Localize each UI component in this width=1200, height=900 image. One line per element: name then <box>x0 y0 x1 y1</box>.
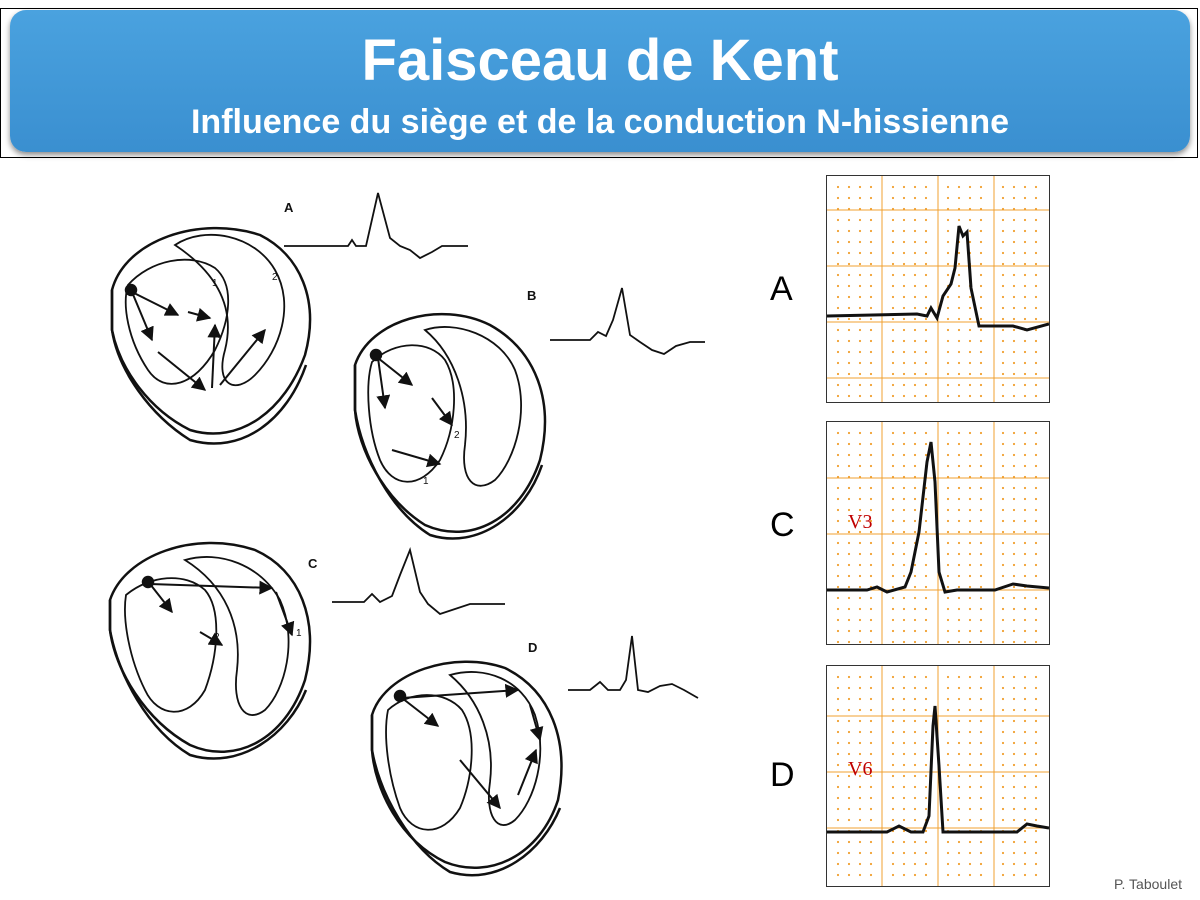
lead-label-v3: V3 <box>848 511 873 533</box>
trace-b <box>550 287 705 355</box>
diagram-a-number-2: 2 <box>272 272 278 283</box>
ecg-panel-c <box>826 421 1050 645</box>
heart-diagram-d <box>370 660 563 877</box>
ecg-label-c: C <box>770 506 795 544</box>
diagram-letter-a: A <box>284 200 294 215</box>
page-subtitle: Influence du siège et de la conduction N… <box>190 103 1010 141</box>
diagram-b-number-2: 2 <box>454 430 460 441</box>
heart-diagram-a <box>110 226 312 445</box>
heart-diagram-c <box>108 541 312 760</box>
heart-diagrams: A 1 2 B 2 1 C 2 1 <box>108 192 705 877</box>
trace-c <box>332 547 505 616</box>
diagram-letter-b: B <box>527 288 536 303</box>
lead-label-v6: V6 <box>848 758 873 780</box>
title-banner: Faisceau de Kent Influence du siège et d… <box>10 10 1190 152</box>
heart-diagram-b <box>353 312 547 540</box>
diagram-c-number-1: 1 <box>296 628 302 639</box>
ecg-label-a: A <box>770 270 793 308</box>
diagram-a-number-1: 1 <box>212 278 218 289</box>
ecg-label-d: D <box>770 756 795 794</box>
diagram-c-number-2: 2 <box>214 632 220 643</box>
diagram-b-number-1: 1 <box>423 476 429 487</box>
trace-d <box>568 635 699 699</box>
diagram-letter-d: D <box>528 640 537 655</box>
ecg-panel-a <box>826 175 1050 403</box>
ecg-panel-d <box>826 665 1050 887</box>
header-frame <box>0 8 1198 158</box>
author-credit: P. Taboulet <box>1114 876 1182 892</box>
page-title: Faisceau de Kent <box>361 28 839 93</box>
diagram-letter-c: C <box>308 556 318 571</box>
trace-a <box>284 192 468 260</box>
